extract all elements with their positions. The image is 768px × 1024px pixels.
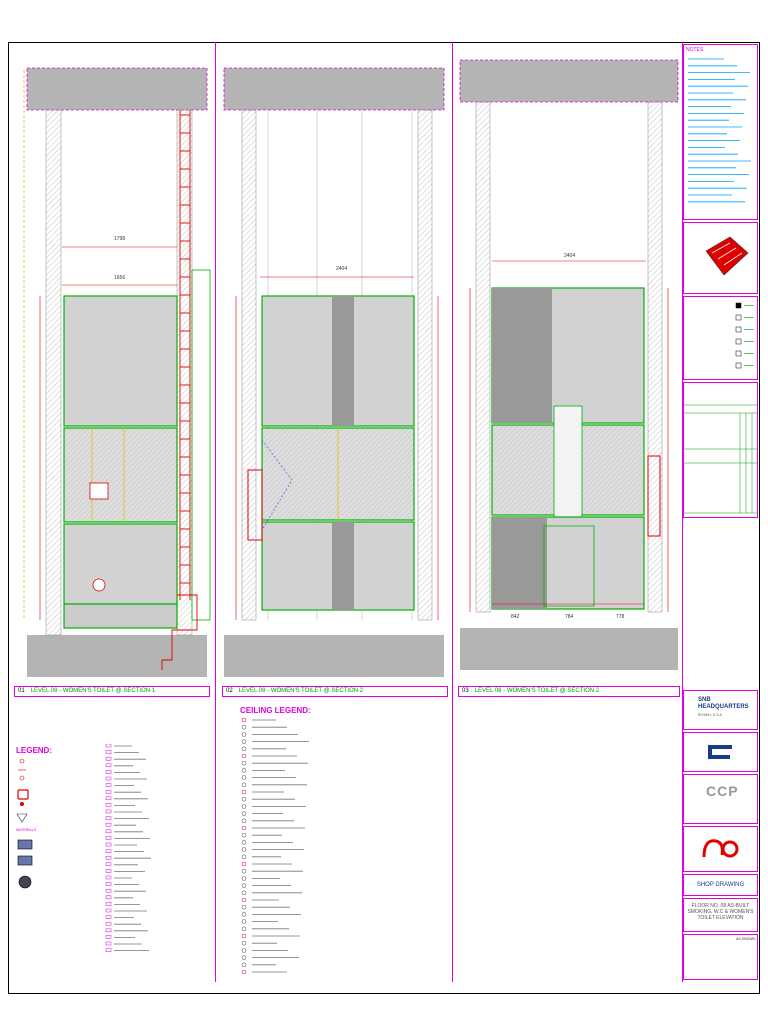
panel-divider (682, 42, 683, 982)
legend-symbols (16, 758, 33, 889)
key-plan (705, 236, 749, 276)
contractor-logo (708, 745, 732, 759)
slab-top (26, 67, 208, 111)
revision-panel (683, 382, 758, 518)
client-location: RIYADH, K.S.A (698, 713, 722, 717)
company-logo-panel (683, 826, 758, 872)
mirror-box (89, 482, 109, 500)
dim-label: 2404 (564, 253, 576, 259)
section-title: LEVEL 08 - WOMEN'S TOILET @ SECTION 2 (474, 688, 600, 694)
section-title: LEVEL 08 - WOMEN'S TOILET @ SECTION 2 (238, 688, 364, 694)
materials-label: MATERIALS (16, 828, 37, 832)
revision-table (684, 404, 757, 514)
company-logo (702, 839, 739, 858)
column-left (241, 109, 257, 621)
drawing-title-panel: FLOOR NO. 08 AS-BUILT SMOKING, W.C & WOM… (683, 898, 758, 932)
section-number: 01 (18, 688, 25, 694)
section-1-drawing (23, 67, 211, 677)
slab-bottom (27, 635, 207, 677)
consultant-logo-panel: CCP (683, 774, 758, 824)
section-2-drawing (223, 67, 445, 677)
ccp-logo: CCP (706, 783, 739, 799)
key-plan-panel (683, 222, 758, 294)
scale-panel: AS SHOWN (683, 934, 758, 980)
dim-label: 1798 (114, 236, 126, 242)
status-checkboxes (735, 302, 754, 369)
drawing-type: SHOP DRAWING (696, 882, 745, 888)
red-ladder (179, 110, 191, 600)
dim-label: 1656 (114, 275, 126, 281)
dim-label: 2404 (336, 266, 348, 272)
contractor-logo-panel (683, 732, 758, 772)
section-2-caption: 02 LEVEL 08 - WOMEN'S TOILET @ SECTION 2 (222, 686, 448, 697)
drawing-sheet (8, 42, 760, 994)
column-right (647, 101, 663, 613)
panel-divider (452, 42, 453, 982)
mirror (553, 405, 583, 527)
legend-title: LEGEND: (16, 746, 52, 755)
column-left (45, 109, 62, 636)
slab-top (223, 67, 445, 111)
section-3-caption: 03 LEVEL 08 - WOMEN'S TOILET @ SECTION 2 (458, 686, 680, 697)
slab-bottom (224, 635, 444, 677)
finish-schedule (105, 744, 151, 952)
wall-upper (63, 295, 178, 427)
ceiling-legend-title: CEILING LEGEND: (240, 706, 311, 715)
wall-lower (63, 523, 178, 605)
client-panel: SNB HEADQUARTERS RIYADH, K.S.A (683, 690, 758, 730)
wall-middle (63, 427, 178, 523)
scale-value: AS SHOWN (736, 937, 756, 941)
client-name: SNB HEADQUARTERS (698, 697, 749, 710)
section-1-caption: 01 LEVEL 08 - WOMEN'S TOILET @ SECTION 1 (14, 686, 210, 697)
section-3-drawing (459, 59, 679, 670)
section-title: LEVEL 08 - WOMEN'S TOILET @ SECTION 1 (30, 688, 156, 694)
notes-label: NOTES (686, 47, 704, 53)
dim-label: 784 (565, 614, 574, 620)
dim-label: 778 (616, 614, 625, 620)
column-right (417, 109, 433, 621)
section-number: 03 (462, 688, 469, 694)
dim-label: 842 (511, 614, 520, 620)
status-panel (683, 296, 758, 380)
column-left (475, 101, 491, 613)
panel-divider (215, 42, 216, 982)
notes-panel: NOTES (683, 44, 758, 220)
drawing-title: FLOOR NO. 08 AS-BUILT SMOKING, W.C & WOM… (687, 903, 754, 921)
notes-lines (688, 58, 751, 203)
slab-bottom (460, 628, 678, 670)
drawing-type-panel: SHOP DRAWING (683, 874, 758, 896)
ceiling-legend-symbols (241, 717, 309, 975)
slab-top (459, 59, 679, 103)
section-number: 02 (226, 688, 233, 694)
